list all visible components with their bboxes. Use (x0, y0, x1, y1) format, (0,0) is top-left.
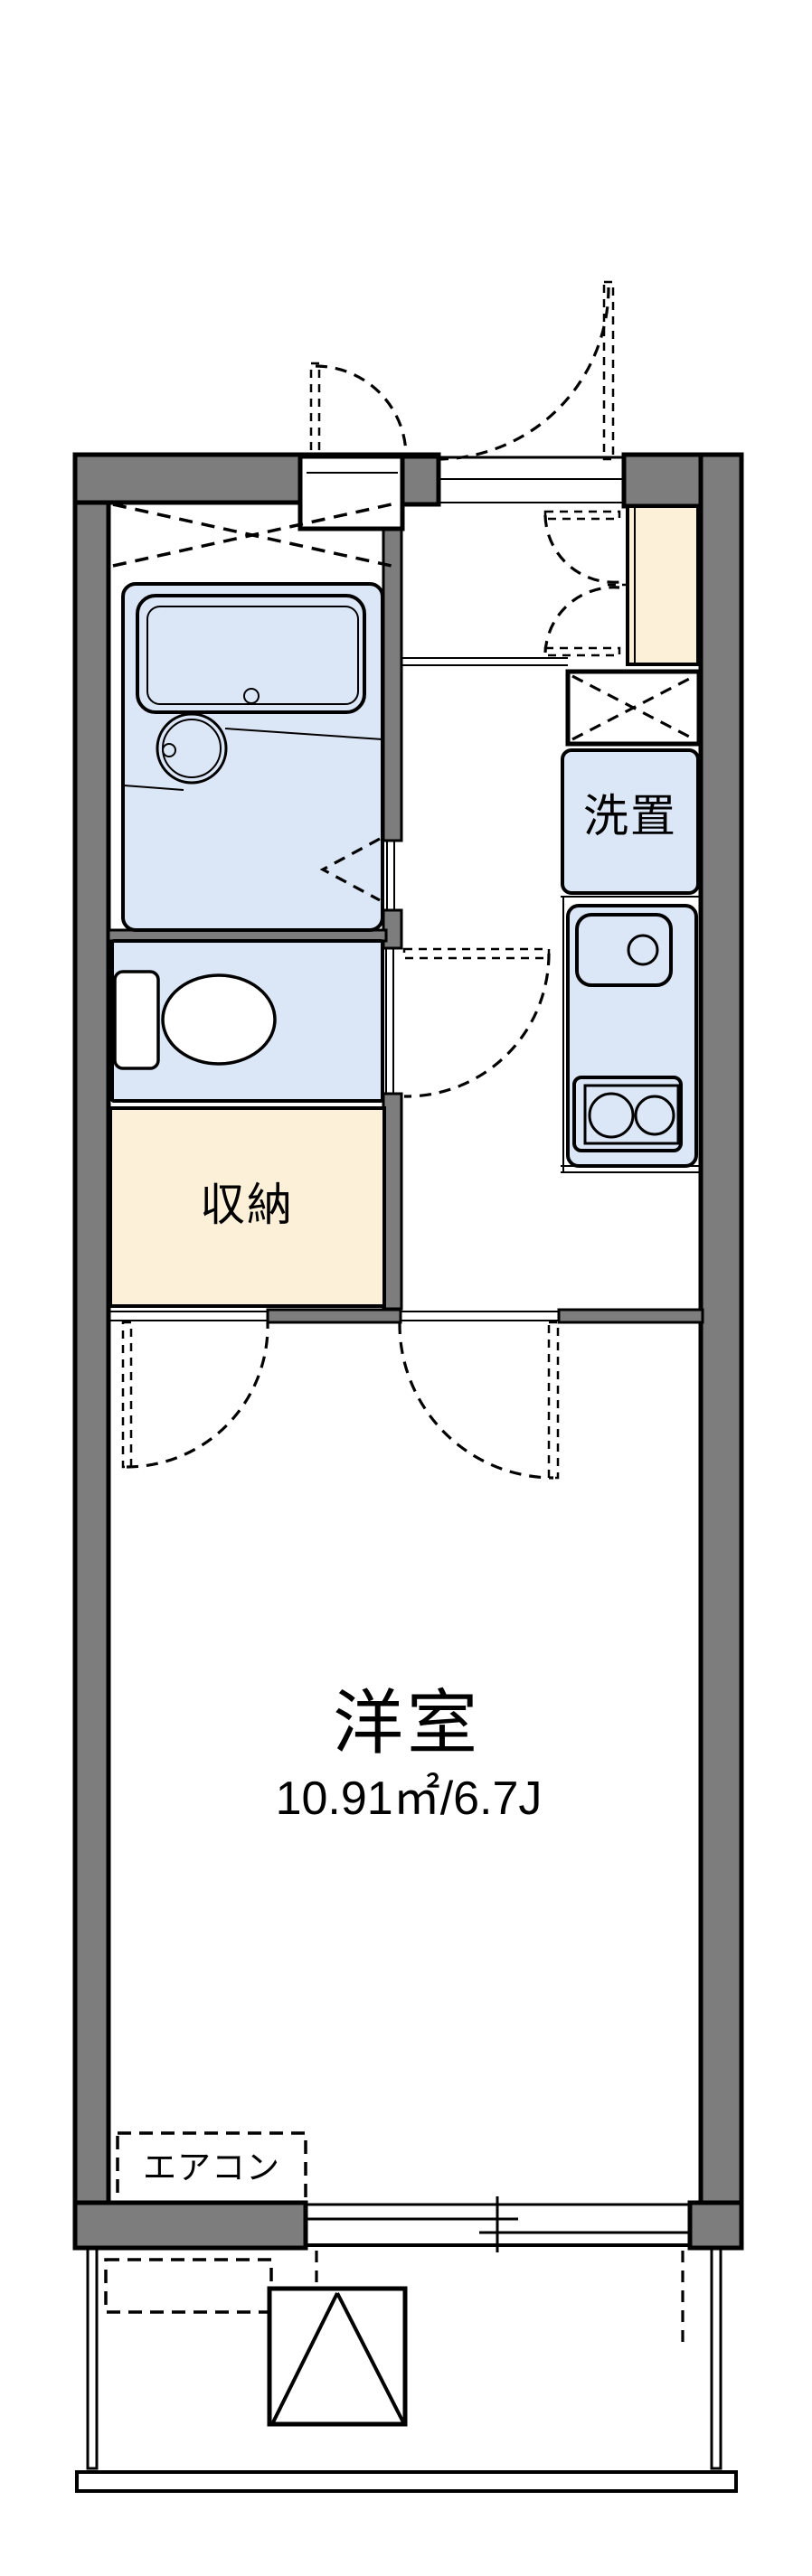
toilet-room (110, 939, 551, 1103)
shoe-cabinet (543, 504, 700, 666)
wall-left (72, 452, 111, 2251)
entry (297, 280, 624, 666)
stove-inner (583, 1084, 680, 1145)
storage-door-arc (126, 1321, 269, 1469)
shoe-cabinet-door-bottom-leaf (543, 646, 621, 657)
storage-panel (109, 1106, 386, 1308)
pipe-space-x-line-2 (571, 674, 695, 741)
balcony-rail (75, 2470, 738, 2493)
toilet-door-leaf (402, 947, 551, 960)
storage-label: 収納 (200, 1180, 294, 1230)
wall-right (698, 452, 744, 2251)
evacuation-hatch (267, 2286, 408, 2427)
exterior-walls (72, 452, 744, 2251)
wall-top-left (72, 452, 315, 505)
bath-counter-line-2 (123, 785, 184, 791)
wall-room-top-b (557, 1308, 704, 1324)
kitchen-sink (575, 913, 673, 987)
balcony-wall-right (710, 2246, 722, 2470)
window (306, 2196, 692, 2252)
toilet-bowl (161, 973, 277, 1066)
meter-box (297, 452, 405, 531)
main-room-label: 洋室 (332, 1683, 482, 1763)
entrance-door-arc (436, 287, 610, 461)
unit-bath-panel (121, 582, 384, 932)
bathtub-outer (136, 594, 366, 714)
main-room-door (398, 1311, 560, 1480)
bathroom-top-x-line-2 (112, 503, 392, 568)
meter-box-door-arc (315, 364, 408, 457)
washer-place-panel (561, 748, 700, 895)
wall-bath-right (382, 527, 403, 842)
room-door-leaf (547, 1321, 560, 1480)
wall-room-top-a (266, 1308, 402, 1324)
washer-place (561, 748, 700, 895)
stove-burner-right (634, 1095, 675, 1136)
washer-pan-outline (104, 2258, 273, 2314)
wash-basin-outer (156, 712, 228, 785)
shoe-cabinet-door-top-leaf (543, 510, 621, 521)
main-room-area-label: 10.91㎡/6.7J (275, 1772, 543, 1825)
balcony-wall-left (86, 2246, 99, 2470)
washer-place-label: 洗置 (583, 791, 677, 841)
storage-door-leaf (121, 1321, 133, 1469)
shoe-cabinet-door-bottom-arc (543, 586, 620, 653)
sink-drain (627, 934, 659, 966)
toilet-tank (113, 970, 160, 1070)
stove-burner-left (588, 1092, 635, 1139)
wall-bottom-left (72, 2200, 308, 2251)
bathroom (112, 503, 395, 932)
meter-box-door-leaf (309, 362, 321, 458)
wash-basin-faucet (162, 743, 176, 757)
wall-entry-pillar (398, 452, 441, 507)
pipe-space (565, 669, 702, 747)
balcony (75, 2246, 738, 2493)
shoe-cabinet-body (626, 504, 700, 666)
aircon-box (116, 2131, 307, 2205)
bathtub-drain (243, 688, 260, 704)
bathtub-inner (146, 606, 359, 705)
entrance-door-leaf (602, 280, 615, 461)
storage-room (109, 1106, 386, 1469)
aircon-label: エアコン (143, 2148, 280, 2186)
bath-counter-line (224, 728, 383, 740)
room-door-arc (398, 1321, 554, 1480)
kitchen (561, 896, 701, 1173)
wall-window-pillar (687, 2200, 744, 2251)
shoe-cabinet-door-top-arc (543, 514, 620, 584)
hatch-triangle-left (271, 2292, 339, 2423)
bath-folding-door (319, 837, 381, 902)
toilet-door-arc (403, 953, 551, 1098)
hatch-triangle-right (335, 2292, 405, 2423)
